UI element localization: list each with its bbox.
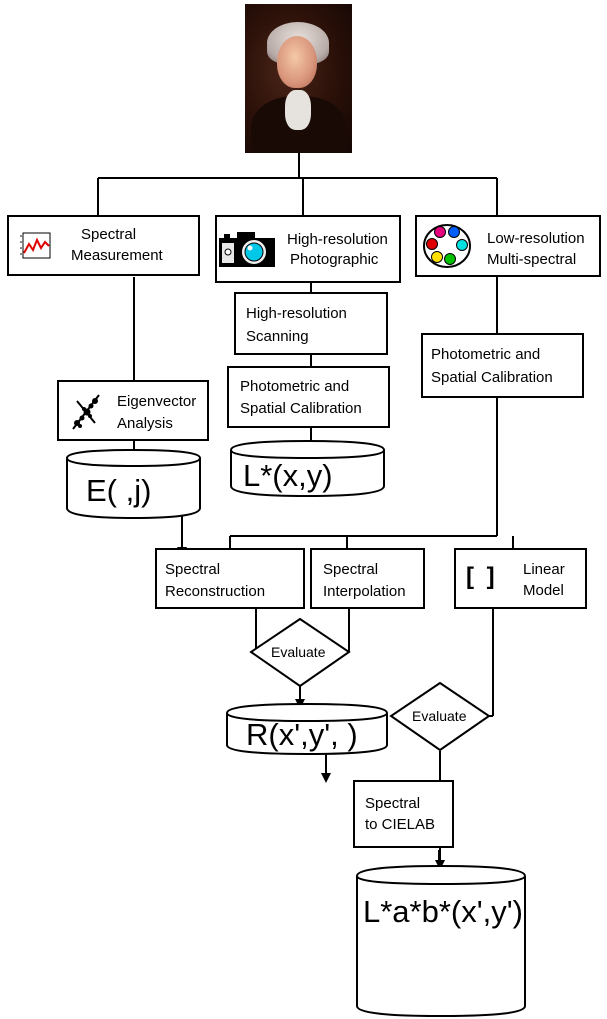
linear-model-label-line1: Linear <box>523 561 565 578</box>
portrait-painting-icon <box>245 4 352 153</box>
decision-evaluate-2-label: Evaluate <box>412 708 467 724</box>
photometric-calibration-center-label-line1: Photometric and <box>240 378 350 395</box>
high-res-scanning-box[interactable]: High-resolution Scanning <box>234 292 388 355</box>
datastore-eigen <box>66 448 201 520</box>
photometric-calibration-right-label-line1: Photometric and <box>431 346 541 363</box>
spectral-measurement-box[interactable]: Spectral Measurement <box>7 215 200 276</box>
decision-evaluate-1 <box>249 617 351 688</box>
spectral-reconstruction-label-line1: Spectral <box>165 561 221 578</box>
datastore-shapes <box>66 439 526 1018</box>
datastore-reflectance-rim <box>226 712 388 723</box>
high-res-scanning-label-line2: Scanning <box>246 328 309 345</box>
decision-evaluate-2 <box>389 681 491 752</box>
color-filter-wheel-icon <box>423 224 471 268</box>
photometric-calibration-right-box[interactable]: Photometric and Spatial Calibration <box>421 333 584 398</box>
photometric-calibration-center-label-line2: Spatial Calibration <box>240 400 362 417</box>
datastore-lightness-rim <box>230 449 385 460</box>
decision-evaluate-1-label: Evaluate <box>271 644 326 660</box>
datastore-cielab-rim <box>356 875 526 886</box>
low-res-multispectral-label-line2: Multi-spectral <box>487 251 577 268</box>
low-res-multispectral-box[interactable]: Low-resolution Multi-spectral <box>415 215 601 277</box>
datastore-eigen-rim <box>66 457 201 468</box>
spectral-measurement-label-line2: Measurement <box>71 247 163 264</box>
high-res-photographic-label-line2: Photographic <box>290 251 379 268</box>
linear-model-label-line2: Model <box>523 582 564 599</box>
photometric-calibration-right-label-line2: Spatial Calibration <box>431 369 553 386</box>
high-res-photographic-box[interactable]: High-resolution Photographic <box>215 215 401 283</box>
spectral-interpolation-label-line1: Spectral <box>323 561 379 578</box>
datastore-reflectance-label: R(x',y', ) <box>246 717 358 752</box>
datastore-eigen-label: E( ,j) <box>86 473 152 508</box>
spectral-measurement-label-line1: Spectral <box>81 226 137 243</box>
eigenvector-analysis-box[interactable]: Eigenvector Analysis <box>57 380 209 441</box>
decision-shapes <box>249 617 491 752</box>
high-res-photographic-label-line1: High-resolution <box>287 231 388 248</box>
eigenvector-analysis-label-line1: Eigenvector <box>117 393 197 410</box>
spectral-interpolation-box[interactable]: Spectral Interpolation <box>310 548 425 609</box>
eigenvector-analysis-label-line2: Analysis <box>117 415 173 432</box>
datastore-lightness-label: L*(x,y) <box>243 458 333 493</box>
camera-icon <box>219 232 275 267</box>
low-res-multispectral-label-line1: Low-resolution <box>487 230 585 247</box>
datastore-cielab-label: L*a*b*(x',y') <box>363 894 524 929</box>
spectral-graph-icon <box>20 232 51 259</box>
spectral-reconstruction-label-line2: Reconstruction <box>165 583 266 600</box>
spectral-to-cielab-label-line1: Spectral <box>365 795 421 812</box>
spectral-interpolation-label-line2: Interpolation <box>323 583 406 600</box>
spectral-to-cielab-label-line2: to CIELAB <box>365 816 436 833</box>
photometric-calibration-center-box[interactable]: Photometric and Spatial Calibration <box>227 366 390 428</box>
spectral-to-cielab-box[interactable]: Spectral to CIELAB <box>353 780 454 848</box>
datastore-cielab <box>356 864 526 1018</box>
high-res-scanning-label-line1: High-resolution <box>246 305 347 322</box>
connector-lines <box>97 152 514 865</box>
spectral-reconstruction-box[interactable]: Spectral Reconstruction <box>155 548 305 609</box>
linear-model-bracket-icon: [ ] <box>466 563 498 590</box>
eigenvector-scatter-icon <box>72 394 100 430</box>
linear-model-box[interactable]: [ ] Linear Model <box>454 548 587 609</box>
